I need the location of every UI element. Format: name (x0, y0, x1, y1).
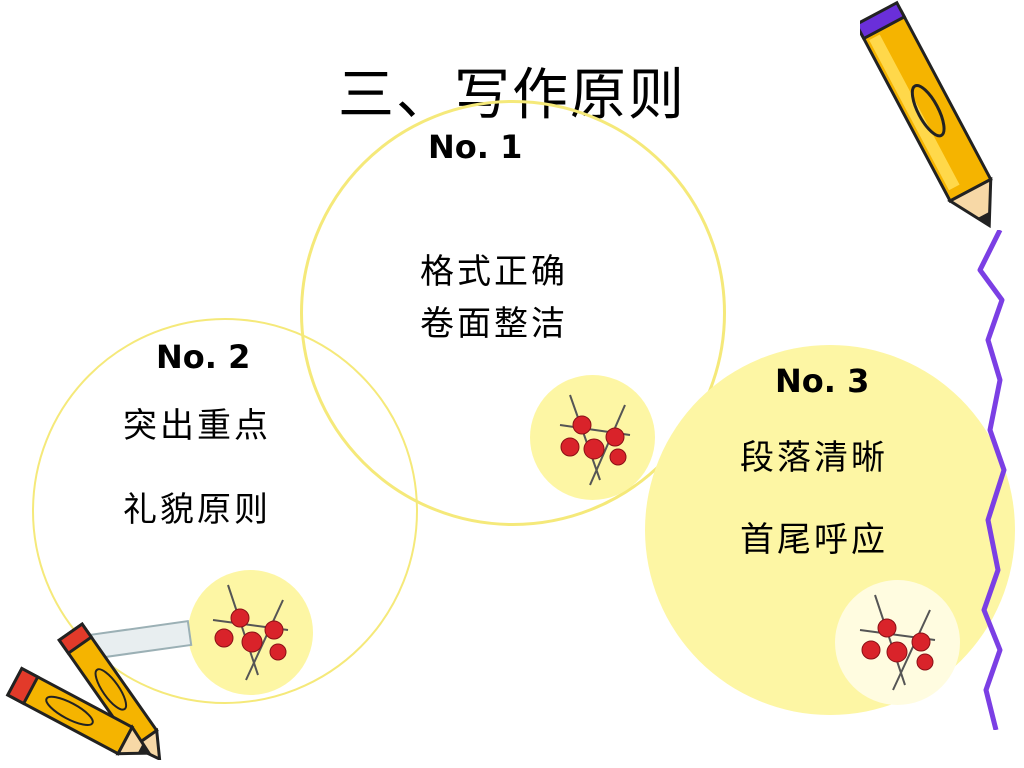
point-2-number: No. 2 (146, 338, 261, 376)
point-2-line-1: 突出重点 (123, 406, 271, 446)
circle-point-2 (32, 318, 418, 704)
point-1-line-2: 卷面整洁 (420, 304, 568, 344)
point-2-line-2: 礼貌原则 (123, 490, 271, 530)
flower-icon (859, 594, 936, 691)
circle-point-1 (300, 100, 726, 526)
pencils-icon (5, 620, 193, 760)
flower-icon (559, 394, 631, 486)
point-3-line-1: 段落清晰 (740, 438, 888, 478)
pencil-icon (860, 0, 993, 229)
point-1-number: No. 1 (418, 128, 533, 166)
point-1-line-1: 格式正确 (420, 252, 568, 292)
flower-badge-1 (530, 375, 655, 500)
flower-badge-3 (835, 580, 960, 705)
point-3-number: No. 3 (775, 362, 870, 400)
flower-icon (212, 584, 289, 681)
point-3-line-2: 首尾呼应 (740, 520, 888, 560)
decorative-border-line (977, 230, 1007, 730)
flower-badge-2 (188, 570, 313, 695)
